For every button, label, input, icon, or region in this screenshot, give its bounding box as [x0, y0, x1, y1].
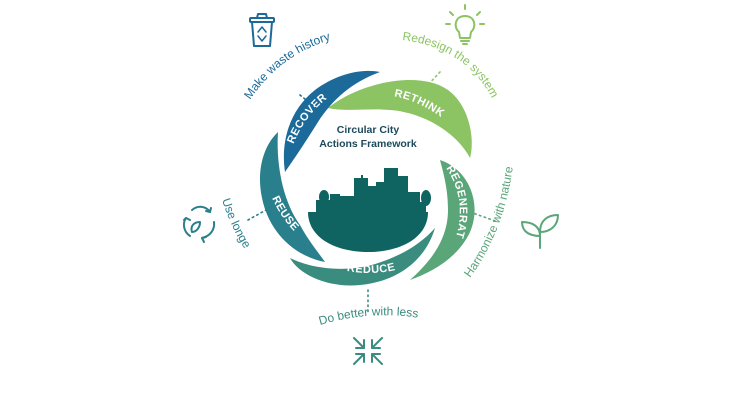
recycle-bin-icon — [249, 13, 275, 47]
segment-rethink — [328, 79, 472, 158]
svg-text:REDUCE: REDUCE — [346, 261, 396, 276]
recover-connector — [299, 94, 317, 109]
segment-reuse — [259, 132, 325, 262]
svg-text:Do better with less: Do better with less — [317, 304, 419, 328]
reuse-connector — [247, 209, 267, 221]
light-bulb-icon — [445, 4, 485, 45]
svg-text:Use longer: Use longer — [0, 0, 254, 251]
reuse-tagline: Use longer — [0, 0, 254, 251]
segment-recover — [283, 70, 380, 172]
reduce-tagline: Do better with less — [317, 304, 419, 328]
regenerate-connector — [469, 211, 499, 223]
city-skyline-icon — [308, 168, 431, 252]
rethink-connector — [424, 71, 441, 89]
reuse-leaves-icon — [182, 205, 216, 243]
center-title-line1: Circular City — [337, 124, 400, 136]
segment-regenerate — [410, 160, 475, 280]
shrink-arrows-icon — [353, 337, 383, 365]
reduce-label: REDUCE — [346, 261, 396, 276]
sprout-icon — [521, 214, 559, 249]
segment-reduce — [290, 228, 435, 286]
center-title-line2: Actions Framework — [319, 138, 417, 150]
